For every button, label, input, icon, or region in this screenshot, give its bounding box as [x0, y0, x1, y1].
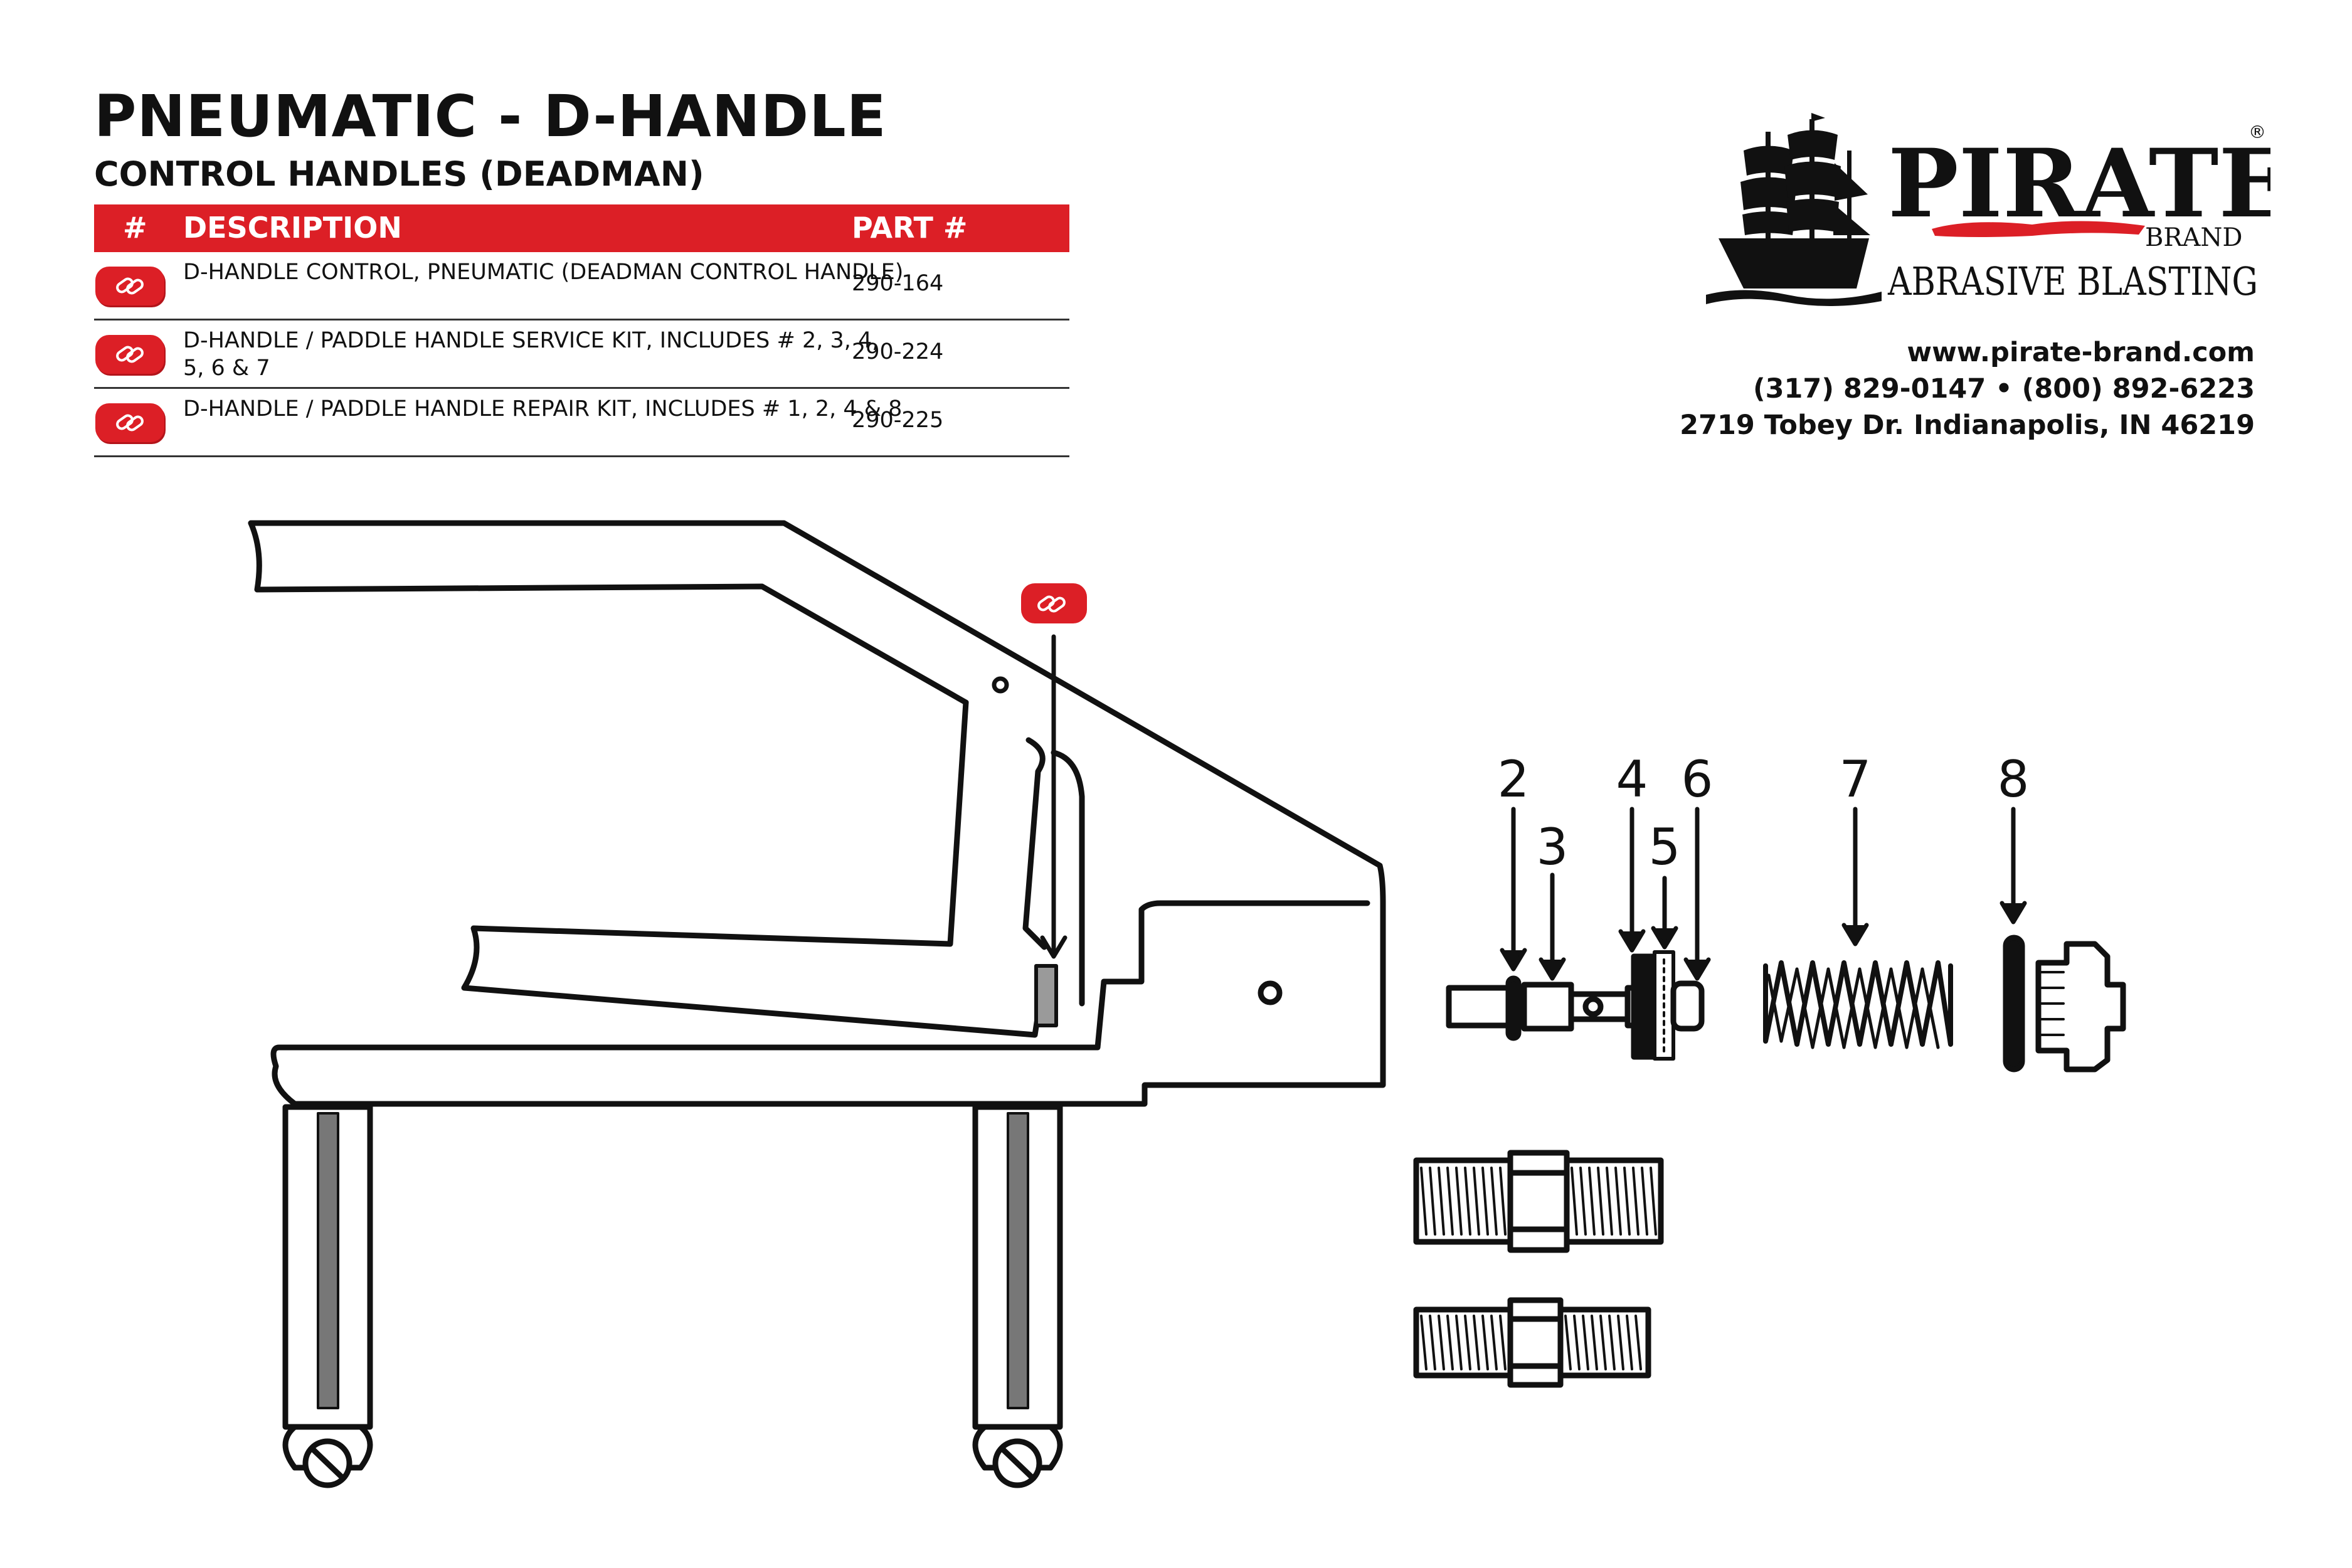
spring — [1763, 960, 1953, 1047]
end-cap — [2035, 941, 2126, 1073]
diagram-link-icon — [1037, 595, 1066, 613]
website-link[interactable]: www.pirate-brand.com — [1907, 337, 2255, 368]
link-icon[interactable] — [95, 335, 164, 374]
registered-mark: ® — [2249, 122, 2266, 142]
callout-2: 2 — [1498, 750, 1530, 808]
d-handle-body — [248, 520, 1386, 1107]
table-row: D-HANDLE / PADDLE HANDLE REPAIR KIT, INC… — [94, 389, 1069, 457]
callout-4: 4 — [1616, 750, 1648, 808]
table-row: D-HANDLE / PADDLE HANDLE SERVICE KIT, IN… — [94, 320, 1069, 389]
address: 2719 Tobey Dr. Indianapolis, IN 46219 — [1680, 410, 2255, 441]
col-description: DESCRIPTION — [183, 211, 402, 245]
callout-5: 5 — [1649, 818, 1681, 876]
phone-numbers: (317) 829-0147 • (800) 892-6223 — [1752, 373, 2255, 405]
callout-3: 3 — [1537, 818, 1569, 876]
row-part-number: 290-224 — [852, 339, 944, 364]
pirate-ship-icon — [1706, 113, 1882, 307]
brand-word: BRAND — [2145, 223, 2242, 252]
callout-7: 7 — [1840, 750, 1872, 808]
callout-6: 6 — [1682, 750, 1714, 808]
col-part: PART # — [852, 211, 968, 245]
handle-legs — [282, 1104, 1063, 1488]
table-header: # DESCRIPTION PART # — [94, 204, 1069, 252]
row-description: D-HANDLE / PADDLE HANDLE REPAIR KIT, INC… — [183, 396, 903, 421]
link-icon[interactable] — [95, 403, 164, 442]
page-subtitle: CONTROL HANDLES (DEADMAN) — [94, 154, 704, 194]
brand-name: PIRATE — [1888, 129, 2270, 239]
valve-stem — [1446, 950, 1705, 1061]
link-icon[interactable] — [95, 267, 164, 305]
col-number: # — [123, 211, 147, 245]
callout-8: 8 — [1998, 750, 2030, 808]
parts-table: # DESCRIPTION PART # D-HANDLE CONTROL, P… — [94, 204, 1069, 457]
callout-arrows — [1500, 807, 2027, 981]
row-part-number: 290-164 — [852, 271, 944, 296]
contact-info: www.pirate-brand.com (317) 829-0147 • (8… — [1680, 334, 2255, 443]
pirate-brand-logo: PIRATE ® BRAND ABRASIVE BLASTING — [1706, 113, 2270, 307]
table-row: D-HANDLE CONTROL, PNEUMATIC (DEADMAN CON… — [94, 252, 1069, 320]
row-description: D-HANDLE / PADDLE HANDLE SERVICE KIT, IN… — [183, 328, 879, 381]
o-ring — [2003, 935, 2025, 1073]
page-title: PNEUMATIC - D-HANDLE — [94, 83, 887, 150]
row-part-number: 290-225 — [852, 408, 944, 433]
row-description: D-HANDLE CONTROL, PNEUMATIC (DEADMAN CON… — [183, 260, 904, 285]
brand-tagline: ABRASIVE BLASTING — [1887, 258, 2258, 304]
